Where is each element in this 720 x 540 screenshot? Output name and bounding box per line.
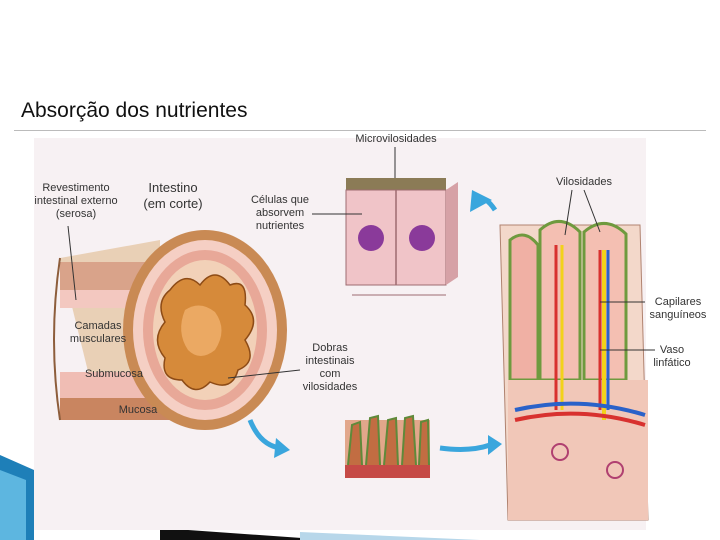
label-vaso: Vaso linfático	[640, 344, 704, 370]
villi-block	[500, 221, 648, 520]
label-submucosa: Submucosa	[74, 368, 154, 381]
label-camadas: Camadas musculares	[58, 320, 138, 346]
label-celulas: Células que absorvem nutrientes	[242, 194, 318, 233]
label-mucosa: Mucosa	[108, 404, 168, 417]
label-capilares: Capilares sanguíneos	[642, 296, 714, 322]
label-revestimento: Revestimento intestinal externo (serosa)	[26, 182, 126, 221]
absorptive-cells-block	[346, 178, 458, 295]
intestinal-folds-sample	[345, 416, 430, 478]
label-intestino: Intestino (em corte)	[132, 180, 214, 212]
label-dobras: Dobras intestinais com vilosidades	[296, 342, 364, 394]
label-microvilosidades: Microvilosidades	[348, 133, 444, 146]
label-vilosidades: Vilosidades	[544, 176, 624, 189]
